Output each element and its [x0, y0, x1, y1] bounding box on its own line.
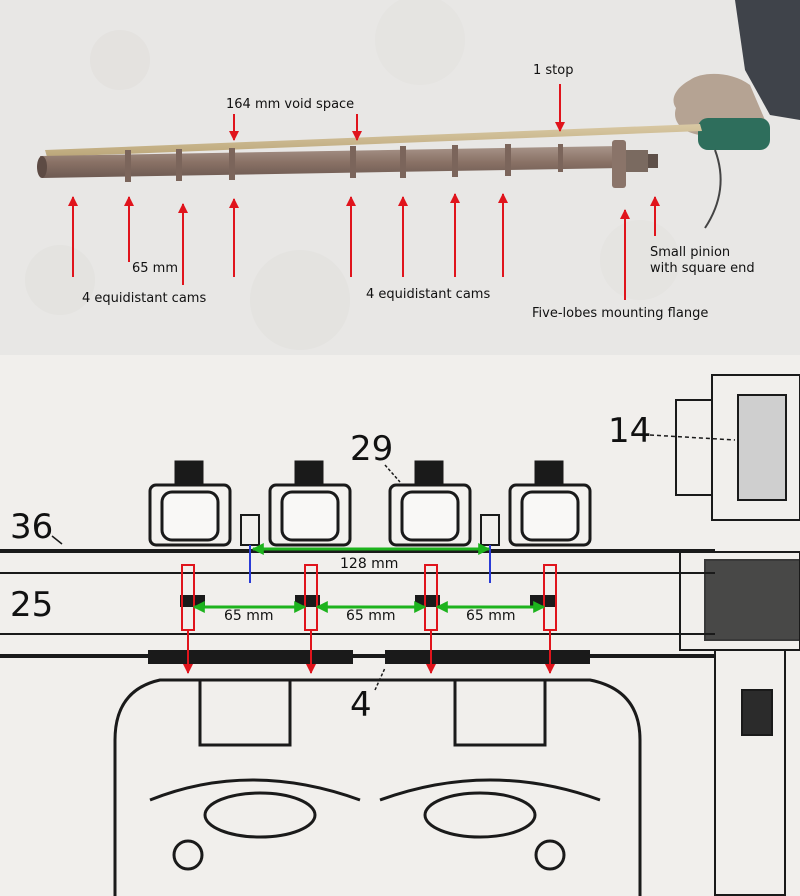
rocker-boxes — [148, 460, 592, 547]
cylinder-port — [198, 680, 292, 747]
callout-14: 14 — [608, 411, 651, 451]
valve-pocket — [203, 791, 317, 839]
cam-lobes — [125, 144, 563, 182]
cam-lobe — [176, 149, 182, 181]
cam-lobe — [400, 146, 406, 178]
leader-4 — [374, 667, 386, 691]
spark-plug-boss — [172, 839, 204, 871]
cam-lobe — [229, 148, 235, 180]
callout-29: 29 — [350, 429, 393, 469]
label-flange: Five-lobes mounting flange — [532, 306, 708, 321]
callout-36: 36 — [10, 507, 53, 547]
housing-box — [675, 399, 713, 496]
measure-65-1: 65 mm — [224, 608, 274, 624]
callout-leaders — [51, 434, 736, 691]
measure-128: 128 mm — [340, 556, 398, 572]
right-housing — [675, 374, 800, 896]
lower-gear — [741, 689, 773, 736]
valve-pocket — [423, 791, 537, 839]
paper — [0, 355, 800, 896]
label-one-stop: 1 stop — [533, 63, 573, 78]
housing-insert — [737, 394, 787, 501]
bearing-core — [704, 559, 800, 641]
cam-markers — [181, 564, 557, 674]
label-pinion-2: with square end — [650, 261, 755, 276]
square-end — [648, 154, 658, 168]
callout-4: 4 — [350, 685, 372, 725]
head-curve — [149, 778, 361, 802]
label-pinion-1: Small pinion — [650, 245, 730, 260]
cam-lobe — [505, 144, 511, 176]
leader-29 — [384, 464, 401, 483]
bearing-pad — [530, 595, 555, 607]
crankcase-outline — [113, 678, 642, 896]
hand-and-tape — [45, 0, 800, 229]
crankcase — [113, 678, 642, 896]
lower-shaft-housing — [714, 649, 786, 896]
stop-collar — [558, 144, 563, 172]
camshaft-tube — [40, 146, 622, 178]
leader-36 — [51, 535, 63, 545]
bearing-pad — [180, 595, 205, 607]
measure-65-3: 65 mm — [466, 608, 516, 624]
shaft-end — [37, 156, 47, 178]
leader-14 — [649, 434, 736, 441]
ground-texture — [25, 0, 680, 350]
callout-25: 25 — [10, 585, 53, 625]
label-void-space: 164 mm void space — [226, 97, 354, 112]
camshaft-photo — [37, 140, 658, 188]
sleeve — [735, 0, 800, 120]
tape-blade — [45, 124, 702, 157]
cam-lobe — [125, 150, 131, 182]
dimension-lines — [192, 543, 546, 613]
tape-strap — [704, 149, 722, 229]
rocker-box — [148, 460, 232, 547]
lower-flange — [385, 650, 590, 664]
cam-lobe — [452, 145, 458, 177]
tape-case — [698, 118, 770, 150]
label-cams-left: 4 equidistant cams — [82, 291, 206, 306]
rocker-box — [388, 460, 472, 547]
drawing-panel: 128 mm 65 mm 65 mm 65 mm 29 14 36 25 4 — [0, 355, 800, 896]
photo-arrows — [68, 84, 660, 300]
lower-flange — [148, 650, 353, 664]
cam-lobe — [350, 146, 356, 178]
rocker-box — [508, 460, 592, 547]
pinion — [626, 150, 648, 172]
photo-panel: 1 stop 164 mm void space 65 mm 4 equidis… — [0, 0, 800, 355]
label-cams-right: 4 equidistant cams — [366, 287, 490, 302]
label-cam-spacing: 65 mm — [132, 261, 178, 276]
measure-65-2: 65 mm — [346, 608, 396, 624]
head-curve — [379, 778, 601, 802]
spark-plug-boss — [534, 839, 566, 871]
mounting-flange — [612, 140, 626, 188]
cylinder-port — [453, 680, 547, 747]
